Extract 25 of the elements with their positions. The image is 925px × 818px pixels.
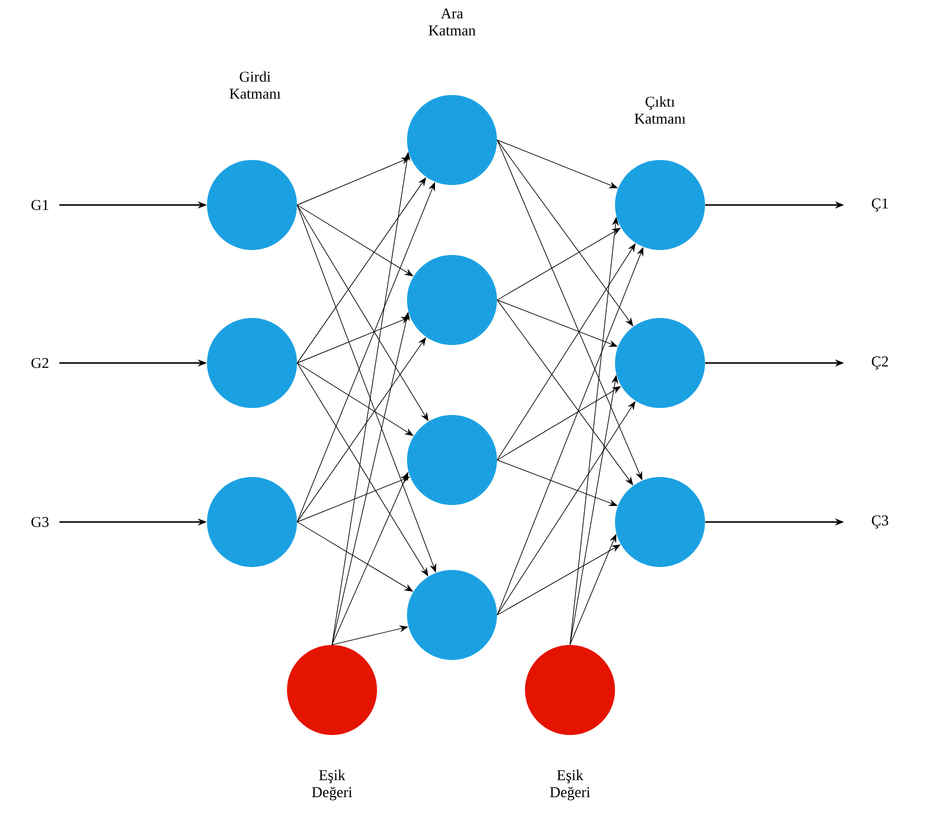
node-label: G1 <box>31 200 48 210</box>
node-caption: Eşik Değeri <box>312 770 352 800</box>
neuron-circle <box>407 255 497 345</box>
neuron-circle <box>407 95 497 185</box>
arrow <box>296 204 414 276</box>
node-label: Ç1 <box>872 198 888 212</box>
node-label: G3 <box>31 516 49 528</box>
layer-heading: Çıktı Katmanı <box>634 96 686 124</box>
node-label: G2 <box>31 358 48 368</box>
neuron-circle <box>407 570 497 660</box>
neuron-circle <box>207 318 297 408</box>
layer-heading: Ara Katman <box>428 8 476 36</box>
neuron-circle <box>407 415 497 505</box>
node-caption: Eşik Değeri <box>550 770 590 800</box>
arrow <box>496 140 634 326</box>
neuron-circle <box>287 645 377 735</box>
node-label: Ç3 <box>872 515 888 529</box>
neuron-circle <box>615 318 705 408</box>
neuron-circle <box>615 477 705 567</box>
node-label: Ç2 <box>872 356 888 370</box>
layer-heading: Girdi Katmanı <box>230 71 281 99</box>
neuron-circle <box>525 645 615 735</box>
neuron-circle <box>207 160 297 250</box>
neuron-circle <box>615 160 705 250</box>
neuron-circle <box>207 477 297 567</box>
